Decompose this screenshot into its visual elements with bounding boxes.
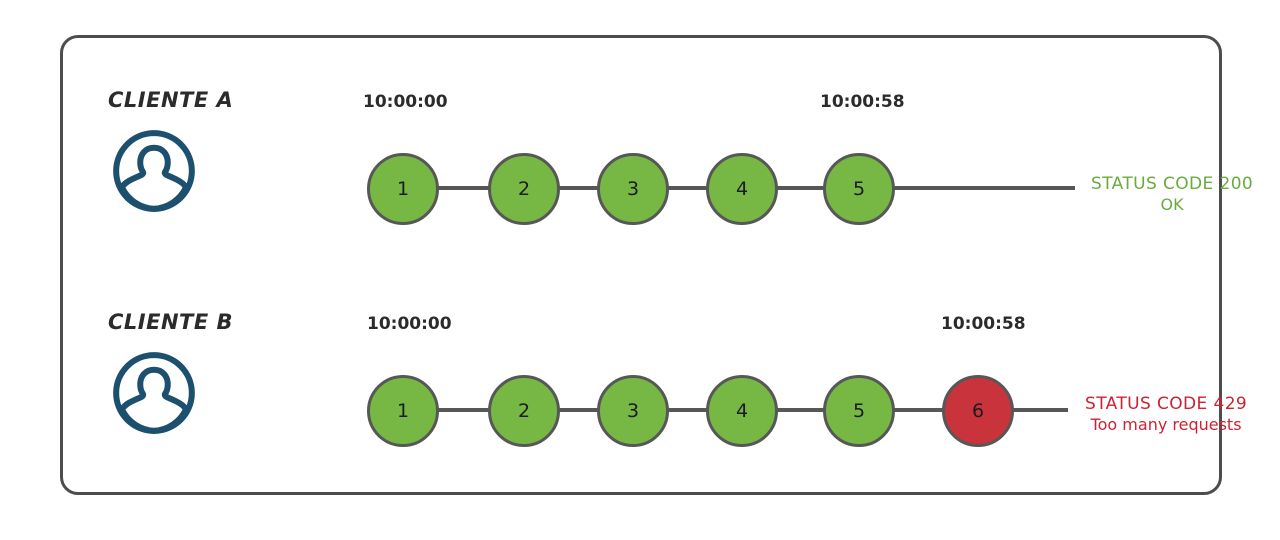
client-a-request-chain: 1 2 3 4 5 — [63, 143, 1219, 243]
request-node-number: 3 — [626, 178, 640, 200]
client-b-user-avatar-icon — [111, 350, 197, 436]
request-node[interactable]: 5 — [823, 375, 895, 447]
client-a-user-avatar-icon — [111, 128, 197, 214]
connector — [889, 408, 947, 412]
request-node[interactable]: 2 — [488, 153, 560, 225]
request-node[interactable]: 4 — [706, 375, 778, 447]
request-node-number: 4 — [735, 178, 749, 200]
request-node-number: 6 — [971, 400, 985, 422]
connector-to-status — [889, 186, 1075, 190]
connector — [663, 186, 711, 190]
connector — [433, 186, 493, 190]
request-node-number: 5 — [852, 400, 866, 422]
request-node-rejected[interactable]: 6 — [942, 375, 1014, 447]
client-b-time-end: 10:00:58 — [941, 314, 1026, 334]
connector-to-status — [1008, 408, 1068, 412]
request-node[interactable]: 1 — [367, 375, 439, 447]
connector — [433, 408, 493, 412]
request-node-number: 2 — [517, 178, 531, 200]
client-a-status-message: STATUS CODE 200 OK — [1091, 174, 1253, 215]
request-node-number: 1 — [396, 178, 410, 200]
request-node-number: 4 — [735, 400, 749, 422]
client-b-status-message: STATUS CODE 429 Too many requests — [1085, 394, 1247, 435]
diagram-frame: CLIENTE A 10:00:00 10:00:58 1 2 3 4 5 — [60, 35, 1253, 495]
client-a-time-end: 10:00:58 — [820, 92, 905, 112]
client-b-request-chain: 1 2 3 4 5 6 — [63, 365, 1219, 465]
connector — [554, 186, 602, 190]
connector — [772, 408, 828, 412]
request-node[interactable]: 2 — [488, 375, 560, 447]
client-a-time-start: 10:00:00 — [363, 92, 448, 112]
request-node-number: 5 — [852, 178, 866, 200]
status-text-line: OK — [1160, 195, 1184, 215]
status-text-line: Too many requests — [1090, 415, 1242, 435]
request-node[interactable]: 1 — [367, 153, 439, 225]
client-a-label: CLIENTE A — [108, 88, 234, 112]
request-node[interactable]: 3 — [597, 375, 669, 447]
client-row-b: CLIENTE B 10:00:00 10:00:58 1 2 3 4 — [63, 310, 1247, 510]
client-row-a: CLIENTE A 10:00:00 10:00:58 1 2 3 4 5 — [63, 88, 1253, 288]
request-node-number: 1 — [396, 400, 410, 422]
status-code-line: STATUS CODE 429 — [1085, 394, 1248, 414]
connector — [663, 408, 711, 412]
request-node-number: 2 — [517, 400, 531, 422]
connector — [554, 408, 602, 412]
request-node[interactable]: 3 — [597, 153, 669, 225]
client-b-label: CLIENTE B — [108, 310, 234, 334]
connector — [772, 186, 828, 190]
client-b-time-start: 10:00:00 — [367, 314, 452, 334]
request-node[interactable]: 5 — [823, 153, 895, 225]
request-node-number: 3 — [626, 400, 640, 422]
status-code-line: STATUS CODE 200 — [1091, 174, 1254, 194]
request-node[interactable]: 4 — [706, 153, 778, 225]
